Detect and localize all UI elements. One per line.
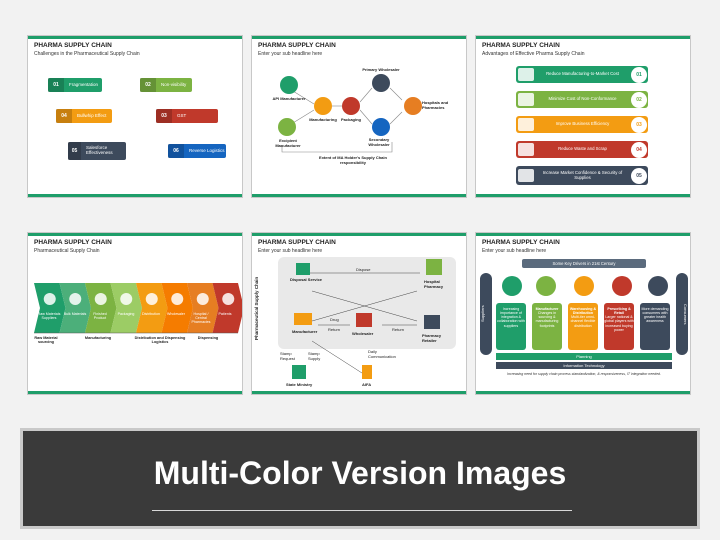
primary-wholesaler-node (372, 74, 390, 92)
slide-supply-flow[interactable]: PHARMA SUPPLY CHAIN Enter your sub headl… (251, 35, 467, 198)
advantage-icon (518, 68, 534, 81)
chevron-strip (34, 283, 242, 334)
chevron-icon (43, 293, 56, 305)
network-arrows (302, 272, 420, 374)
slide-top-bar (28, 233, 242, 236)
slide-challenges[interactable]: PHARMA SUPPLY CHAIN Challenges in the Ph… (27, 35, 243, 198)
driver-card: More demanding consumers with greater he… (640, 303, 670, 350)
banner-underline (152, 510, 572, 511)
slide-title: PHARMA SUPPLY CHAIN (34, 239, 112, 246)
challenge-card: 03 GST (156, 109, 218, 123)
secondary-wholesaler-node (372, 118, 390, 136)
chevron-step (85, 283, 117, 333)
chevron-step (187, 283, 219, 333)
advantage-row: Minimize Cost of Non-Conformance 02 (516, 91, 648, 108)
slide-title: PHARMA SUPPLY CHAIN (482, 42, 560, 49)
hospitals-node (404, 97, 422, 115)
slide-key-drivers[interactable]: PHARMA SUPPLY CHAIN Enter your sub headl… (475, 232, 691, 395)
warehouse-icon (356, 313, 372, 327)
driver-icon (502, 276, 522, 296)
slide-top-bar (476, 233, 690, 236)
slide-bottom-bar (476, 391, 690, 394)
chevron-icon (94, 293, 107, 305)
aifa-icon (362, 365, 372, 379)
driver-icon (648, 276, 668, 296)
chevron-icon (69, 293, 82, 305)
challenge-card: 05 Salesforce Effectiveness (68, 142, 126, 160)
chevron-step (59, 283, 91, 333)
driver-icon (536, 276, 556, 296)
excipient-manufacturer-node (278, 118, 296, 136)
ministry-icon (292, 365, 306, 379)
challenge-card: 02 Non-visibility (140, 78, 192, 92)
advantage-icon (518, 143, 534, 156)
driver-card: Increasing importance of integration & c… (496, 303, 526, 350)
advantage-icon (518, 169, 534, 182)
slide-bottom-bar (28, 194, 242, 197)
hospital-icon (426, 259, 442, 275)
driver-icon (612, 276, 632, 296)
slide-bottom-bar (252, 194, 466, 197)
slide-subtitle: Enter your sub headline here (258, 248, 323, 254)
slide-advantages[interactable]: PHARMA SUPPLY CHAIN Advantages of Effect… (475, 35, 691, 198)
slide-title: PHARMA SUPPLY CHAIN (258, 42, 336, 49)
manufacturing-node (314, 97, 332, 115)
slide-top-bar (28, 36, 242, 39)
slide-bottom-bar (476, 194, 690, 197)
chevron-icon (196, 293, 209, 305)
slide-title: PHARMA SUPPLY CHAIN (34, 42, 112, 49)
slide-title: PHARMA SUPPLY CHAIN (482, 239, 560, 246)
slide-supply-network[interactable]: PHARMA SUPPLY CHAIN Enter your sub headl… (251, 232, 467, 395)
slide-subtitle: Challenges in the Pharmaceutical Supply … (34, 51, 140, 57)
chevron-icon (171, 293, 184, 305)
challenge-card: 01 Fragmentation (48, 78, 102, 92)
advantage-row: Improve Business Efficiency 03 (516, 116, 648, 133)
version-banner: Multi-Color Version Images (20, 428, 700, 529)
chevron-step (161, 283, 193, 333)
packaging-node (342, 97, 360, 115)
chevron-step (136, 283, 168, 333)
factory-icon (294, 313, 312, 325)
chevron-step (110, 283, 142, 333)
chevron-step (34, 283, 66, 333)
slide-top-bar (252, 233, 466, 236)
advantage-icon (518, 93, 534, 106)
driver-icon (574, 276, 594, 296)
api-manufacturer-node (280, 76, 298, 94)
slide-subtitle: Enter your sub headline here (482, 248, 547, 254)
advantage-row: Increase Market Confidence & Security of… (516, 166, 648, 185)
slide-subtitle: Pharmaceutical Supply Chain (34, 248, 100, 254)
chevron-step (212, 283, 242, 333)
slide-chevron-chain[interactable]: PHARMA SUPPLY CHAIN Pharmaceutical Suppl… (27, 232, 243, 395)
slide-bottom-bar (28, 391, 242, 394)
banner-title: Multi-Color Version Images (153, 455, 567, 491)
slide-subtitle: Enter your sub headline here (258, 51, 323, 57)
chevron-icon (120, 293, 133, 305)
challenge-card: 04 Bullwhip Effect (56, 109, 112, 123)
slide-top-bar (476, 36, 690, 39)
disposal-icon (296, 263, 310, 275)
advantage-icon (518, 118, 534, 131)
slide-subtitle: Advantages of Effective Pharma Supply Ch… (482, 51, 585, 57)
chevron-icon (145, 293, 158, 305)
pharmacy-icon (424, 315, 440, 329)
advantage-row: Reduce Manufacturing-to-Market Cost 01 (516, 66, 648, 83)
advantage-row: Reduce Waste and Scrap 04 (516, 141, 648, 158)
slide-top-bar (252, 36, 466, 39)
slide-title: PHARMA SUPPLY CHAIN (258, 239, 336, 246)
challenge-card: 06 Reverse Logistics (168, 144, 226, 158)
chevron-icon (222, 293, 235, 305)
slide-bottom-bar (252, 391, 466, 394)
